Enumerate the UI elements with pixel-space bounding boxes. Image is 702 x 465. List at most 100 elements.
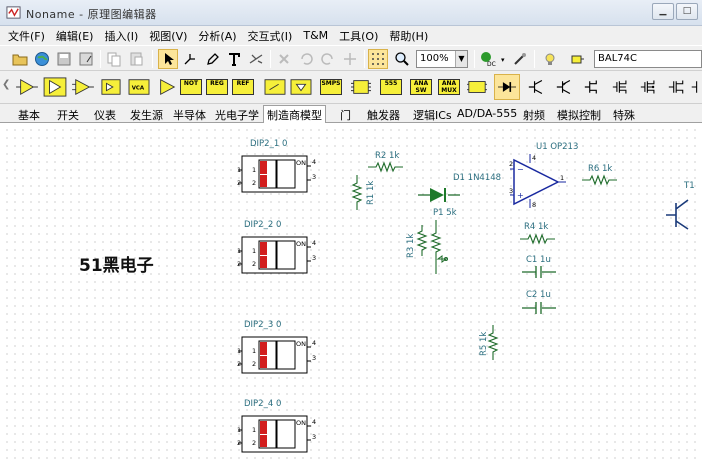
palette-not-icon[interactable]: NOT — [178, 74, 204, 100]
tab-ad-da-555[interactable]: AD/DA-555 — [457, 107, 518, 120]
undo-icon[interactable] — [296, 49, 316, 69]
palette-scroll-left-icon[interactable]: ❮ — [2, 79, 11, 90]
palette-switch-icon[interactable] — [262, 74, 288, 100]
paste-icon[interactable] — [126, 49, 146, 69]
svg-text:4: 4 — [312, 239, 316, 247]
resistor-r4[interactable]: R4 1k — [520, 222, 555, 245]
menu-edit[interactable]: 编辑(E) — [55, 29, 94, 43]
save-icon[interactable] — [54, 49, 74, 69]
palette-vcca-icon[interactable]: VCA — [126, 74, 152, 100]
save-as-icon[interactable] — [76, 49, 96, 69]
menu-help[interactable]: 帮助(H) — [389, 29, 429, 43]
palette-smps-icon[interactable]: SMPS — [318, 74, 344, 100]
menu-interactive[interactable]: 交互式(I) — [247, 29, 293, 43]
palette-more-icon[interactable] — [688, 74, 702, 100]
wire-tool-icon[interactable] — [180, 49, 200, 69]
tab-analog-control[interactable]: 模拟控制 — [557, 109, 601, 122]
svg-text:U1 OP213: U1 OP213 — [536, 142, 578, 152]
diode-d1[interactable]: D1 1N4148 — [418, 173, 501, 202]
grid-toggle-icon[interactable] — [368, 49, 388, 69]
svg-text:R1 1k: R1 1k — [366, 181, 376, 205]
tab-gates[interactable]: 门 — [340, 109, 351, 122]
palette-ana-mux-icon[interactable]: ANA MUX — [436, 74, 462, 100]
tab-meters[interactable]: 仪表 — [94, 109, 116, 122]
transistor-t1[interactable]: T1 — [666, 181, 695, 230]
text-tool-icon[interactable] — [224, 49, 244, 69]
palette-ground-icon[interactable] — [288, 74, 314, 100]
palette-diode-icon[interactable] — [494, 74, 520, 100]
delete-icon[interactable] — [274, 49, 294, 69]
palette-igbt-icon[interactable] — [664, 74, 690, 100]
svg-text:4: 4 — [312, 418, 316, 426]
bulb-icon[interactable] — [540, 49, 560, 69]
palette-pnp-icon[interactable] — [552, 74, 578, 100]
schematic-canvas[interactable]: DIP2_1 0 ON 1 2 1 2 4 3 DIP2_2 0 ON 1 2 … — [0, 123, 702, 465]
menu-tm[interactable]: T&M — [303, 29, 329, 42]
window-title: Noname - 原理图编辑器 — [26, 8, 157, 21]
dc-analysis-icon[interactable]: DC▾ — [478, 49, 508, 69]
tab-flipflops[interactable]: 触发器 — [367, 109, 400, 122]
maximize-button[interactable]: □ — [676, 3, 698, 20]
menu-view[interactable]: 视图(V) — [149, 29, 188, 43]
tab-optoelectronics[interactable]: 光电子学 — [215, 109, 259, 122]
dip-switch[interactable]: DIP2_3 0 ON 1 2 1 2 4 3 — [237, 320, 316, 374]
part-finder-icon[interactable] — [568, 49, 588, 69]
palette-chip-icon[interactable] — [464, 74, 490, 100]
capacitor-c2[interactable]: C2 1u — [522, 290, 556, 314]
menu-tools[interactable]: 工具(O) — [339, 29, 379, 43]
palette-opamp-icon[interactable] — [42, 74, 68, 100]
pen-icon[interactable] — [202, 49, 222, 69]
palette-npn-icon[interactable] — [524, 74, 550, 100]
tab-sources[interactable]: 发生源 — [130, 109, 163, 122]
crosshair-icon[interactable] — [340, 49, 360, 69]
svg-text:1: 1 — [252, 166, 256, 174]
menu-insert[interactable]: 插入(I) — [104, 29, 139, 43]
watermark-text: 51黑电子 — [79, 256, 154, 276]
part-search-input[interactable]: BAL74C — [594, 50, 702, 68]
tab-logic-ics[interactable]: 逻辑ICs — [413, 109, 452, 122]
palette-mosfet-p-icon[interactable] — [636, 74, 662, 100]
tab-basic[interactable]: 基本 — [18, 109, 40, 122]
zoom-select[interactable]: 100% ▼ — [416, 50, 468, 68]
resistor-r5[interactable]: R5 1k — [479, 325, 499, 360]
dip-switch[interactable]: DIP2_2 0 ON 1 2 1 2 4 3 — [237, 220, 316, 274]
palette-comparator-icon[interactable] — [70, 74, 96, 100]
palette-ana-sw-icon[interactable]: ANA SW — [408, 74, 434, 100]
palette-jfet-icon[interactable] — [580, 74, 606, 100]
resistor-r2[interactable]: R2 1k — [368, 151, 403, 173]
resistor-r1[interactable]: R1 1k — [351, 175, 376, 210]
tab-manufacturer-models[interactable]: 制造商模型 — [263, 105, 326, 126]
svg-text:2: 2 — [252, 360, 256, 368]
tab-semiconductors[interactable]: 半导体 — [173, 109, 206, 122]
svg-text:ON: ON — [296, 159, 306, 167]
probe-icon[interactable] — [510, 49, 530, 69]
copy-icon[interactable] — [104, 49, 124, 69]
dip-switch[interactable]: DIP2_4 0 ON 1 2 1 2 4 3 — [237, 399, 316, 453]
scissors-wire-icon[interactable] — [246, 49, 266, 69]
zoom-icon[interactable] — [392, 49, 412, 69]
palette-reg-icon[interactable]: REG — [204, 74, 230, 100]
palette-buffer-icon[interactable] — [14, 74, 40, 100]
palette-gate-icon[interactable] — [98, 74, 124, 100]
tab-rf[interactable]: 射频 — [523, 109, 545, 122]
palette-555-icon[interactable]: 555 — [378, 74, 404, 100]
palette-ic-icon[interactable] — [348, 74, 374, 100]
redo-icon[interactable] — [318, 49, 338, 69]
globe-icon[interactable] — [32, 49, 52, 69]
app-icon — [6, 6, 21, 19]
palette-triangle-icon[interactable] — [154, 74, 180, 100]
select-pointer-icon[interactable] — [158, 49, 178, 69]
capacitor-c1[interactable]: C1 1u — [522, 255, 556, 278]
resistor-r6[interactable]: R6 1k — [582, 164, 617, 186]
opamp-u1[interactable]: U1 OP213 − + 2 3 1 4 8 — [509, 142, 578, 209]
tab-switches[interactable]: 开关 — [57, 109, 79, 122]
menu-analysis[interactable]: 分析(A) — [198, 29, 237, 43]
dip-switch[interactable]: DIP2_1 0 ON 1 2 1 2 4 3 — [237, 139, 316, 193]
menu-file[interactable]: 文件(F) — [8, 29, 45, 43]
tab-special[interactable]: 特殊 — [613, 109, 635, 122]
minimize-button[interactable]: ▁ — [652, 3, 674, 20]
palette-mosfet-icon[interactable] — [608, 74, 634, 100]
open-folder-icon[interactable] — [10, 49, 30, 69]
potentiometer-p1[interactable]: P1 5k R3 1k — [406, 208, 457, 274]
palette-ref-icon[interactable]: REF — [230, 74, 256, 100]
